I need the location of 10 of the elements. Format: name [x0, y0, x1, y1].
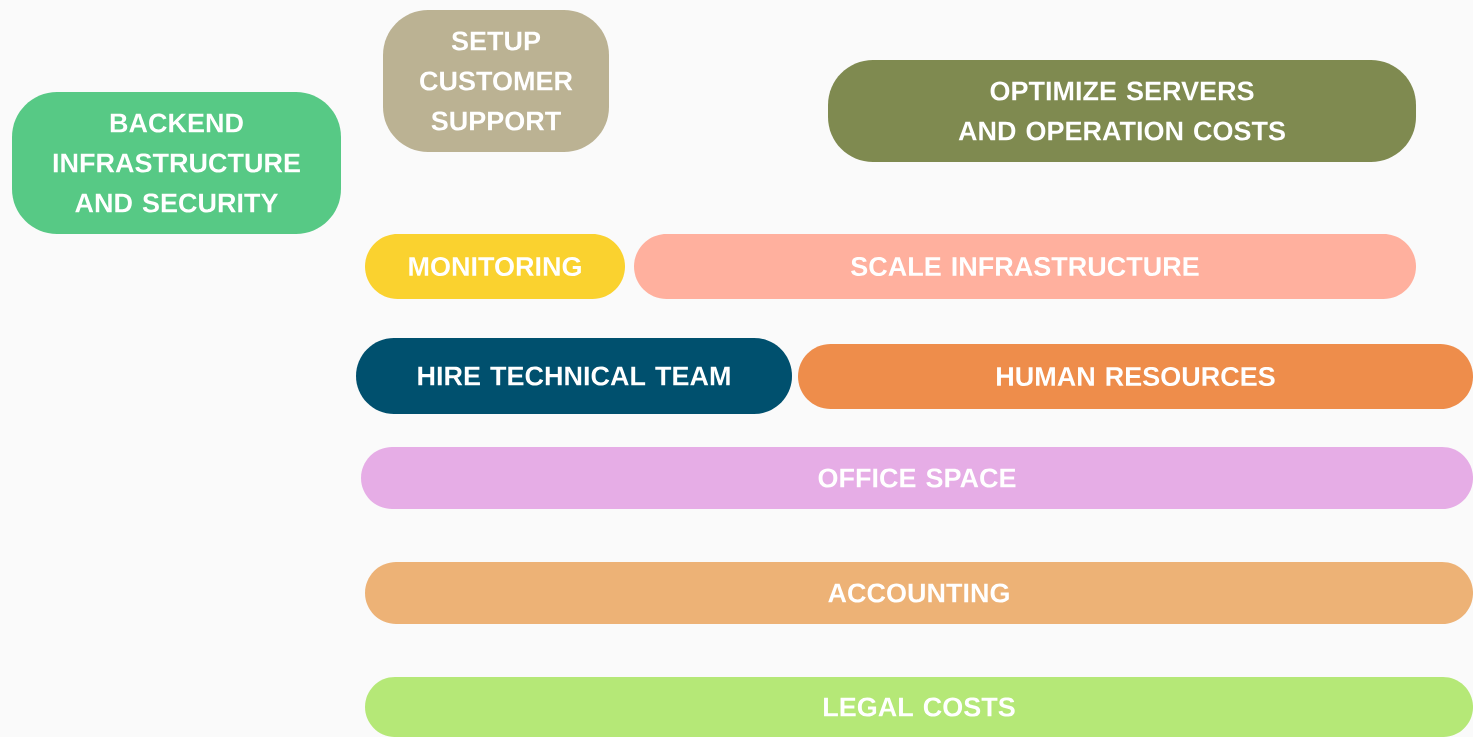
task-pill: BACKEND INFRASTRUCTURE AND SECURITY	[12, 92, 341, 234]
task-pill: OPTIMIZE SERVERS AND OPERATION COSTS	[828, 60, 1416, 162]
task-pill: SCALE INFRASTRUCTURE	[634, 234, 1416, 299]
task-pill: HIRE TECHNICAL TEAM	[356, 338, 792, 414]
task-pill: ACCOUNTING	[365, 562, 1473, 624]
task-pill: HUMAN RESOURCES	[798, 344, 1473, 409]
task-pill: SETUP CUSTOMER SUPPORT	[383, 10, 609, 152]
task-pill: LEGAL COSTS	[365, 677, 1473, 737]
task-pill: OFFICE SPACE	[361, 447, 1473, 509]
task-pill: MONITORING	[365, 234, 625, 299]
